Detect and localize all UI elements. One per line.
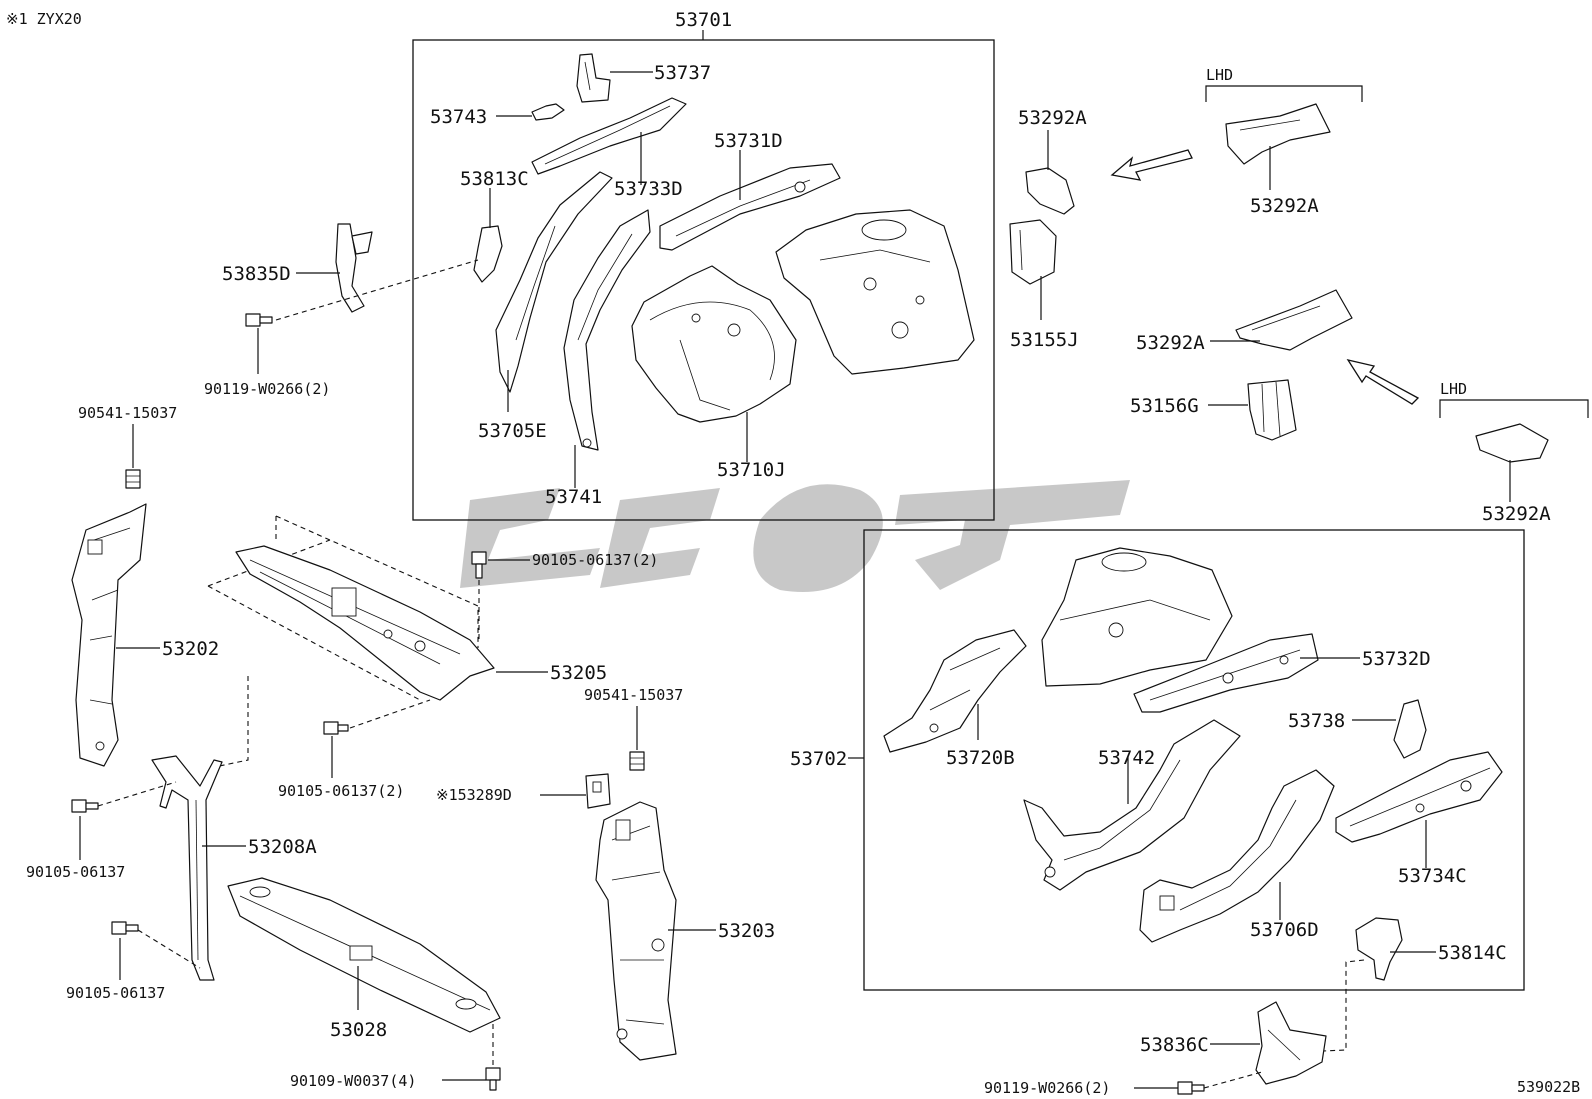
label-53710J: 53710J [717, 459, 786, 481]
part-53155J [1009, 219, 1057, 285]
part-53742 [1023, 719, 1241, 891]
part-53734C [1335, 751, 1503, 843]
arrow-left [1110, 149, 1193, 181]
label-53813C: 53813C [460, 168, 529, 190]
part-53741 [563, 209, 651, 451]
part-53156G [1247, 379, 1297, 441]
part-shock-tower-upper [775, 209, 975, 375]
group-53702-label: 53702 [790, 748, 847, 770]
label-53734C: 53734C [1398, 865, 1467, 887]
bolt-90105-bottom [111, 921, 139, 935]
part-53205 [235, 545, 495, 701]
part-53705E [495, 171, 613, 393]
label-53156G: 53156G [1130, 395, 1199, 417]
bolt-90119-lower [1177, 1081, 1205, 1095]
clip-90541-left [125, 469, 141, 489]
watermark-logo [460, 480, 1130, 592]
label-53706D: 53706D [1250, 919, 1319, 941]
arrow-up-left [1346, 359, 1420, 405]
label-53738: 53738 [1288, 710, 1345, 732]
label-53292A-d: 53292A [1482, 503, 1551, 525]
part-53732D [1133, 633, 1319, 713]
label-53705E: 53705E [478, 420, 547, 442]
label-53733D: 53733D [614, 178, 683, 200]
label-90105-left: 90105-06137 [26, 863, 125, 881]
label-53289D: ※153289D [436, 786, 512, 804]
bolt-90119-upper [245, 313, 273, 327]
part-53814C [1355, 917, 1403, 981]
label-53205: 53205 [550, 662, 607, 684]
part-53028 [227, 877, 501, 1033]
part-53720B [883, 629, 1027, 753]
label-53835D: 53835D [222, 263, 291, 285]
part-53292A-upper [1025, 167, 1075, 215]
label-53743: 53743 [430, 106, 487, 128]
label-53292A-a: 53292A [1250, 195, 1319, 217]
label-53203: 53203 [718, 920, 775, 942]
lhd-label-b: LHD [1440, 380, 1467, 398]
part-53208A [151, 755, 223, 981]
label-90105-bottom: 90105-06137 [66, 984, 165, 1002]
bolt-90105-lower [323, 721, 349, 735]
group-53701-label: 53701 [675, 9, 732, 31]
label-53741: 53741 [545, 486, 602, 508]
label-53292A-c: 53292A [1136, 332, 1205, 354]
label-53720B: 53720B [946, 747, 1015, 769]
bolt-90105-left [71, 799, 99, 813]
part-53737 [576, 53, 611, 103]
label-90109: 90109-W0037(4) [290, 1072, 416, 1090]
part-53289D [585, 773, 611, 809]
part-53731D [659, 163, 841, 251]
part-53710J [631, 265, 797, 423]
part-53743 [531, 103, 565, 121]
label-53814C: 53814C [1438, 942, 1507, 964]
label-53742: 53742 [1098, 747, 1155, 769]
label-53155J: 53155J [1010, 329, 1079, 351]
vehicle-note: ※1 ZYX20 [6, 10, 82, 28]
group-53702-box [863, 529, 1525, 991]
clip-90541-right [629, 751, 645, 771]
label-90541-right: 90541-15037 [584, 686, 683, 704]
part-53292A-lhd-bottom [1475, 423, 1549, 463]
lhd-label-a: LHD [1206, 66, 1233, 84]
part-53813C [473, 225, 503, 283]
diagram-code: 539022B [1517, 1078, 1580, 1096]
bolt-90109 [485, 1067, 501, 1091]
part-53836C [1255, 1001, 1327, 1085]
part-shock-tower-lower [1041, 547, 1233, 687]
label-53731D: 53731D [714, 130, 783, 152]
part-53733D [531, 97, 687, 175]
part-53738 [1393, 699, 1427, 759]
label-90119-lower: 90119-W0266(2) [984, 1079, 1110, 1097]
label-90119-upper: 90119-W0266(2) [204, 380, 330, 398]
label-90105-lower: 90105-06137(2) [278, 782, 404, 800]
part-53202 [71, 503, 147, 767]
label-90105-center: 90105-06137(2) [532, 551, 658, 569]
part-53292A-lhd-top [1225, 103, 1331, 165]
label-53028: 53028 [330, 1019, 387, 1041]
label-53836C: 53836C [1140, 1034, 1209, 1056]
part-53706D [1139, 769, 1335, 943]
part-53292A-mid [1235, 289, 1353, 351]
label-53732D: 53732D [1362, 648, 1431, 670]
part-53835D [335, 223, 373, 313]
label-90541-left: 90541-15037 [78, 404, 177, 422]
label-53292A-b: 53292A [1018, 107, 1087, 129]
bolt-90105-center [471, 551, 487, 579]
label-53208A: 53208A [248, 836, 317, 858]
label-53202: 53202 [162, 638, 219, 660]
part-53203 [595, 801, 677, 1061]
label-53737: 53737 [654, 62, 711, 84]
